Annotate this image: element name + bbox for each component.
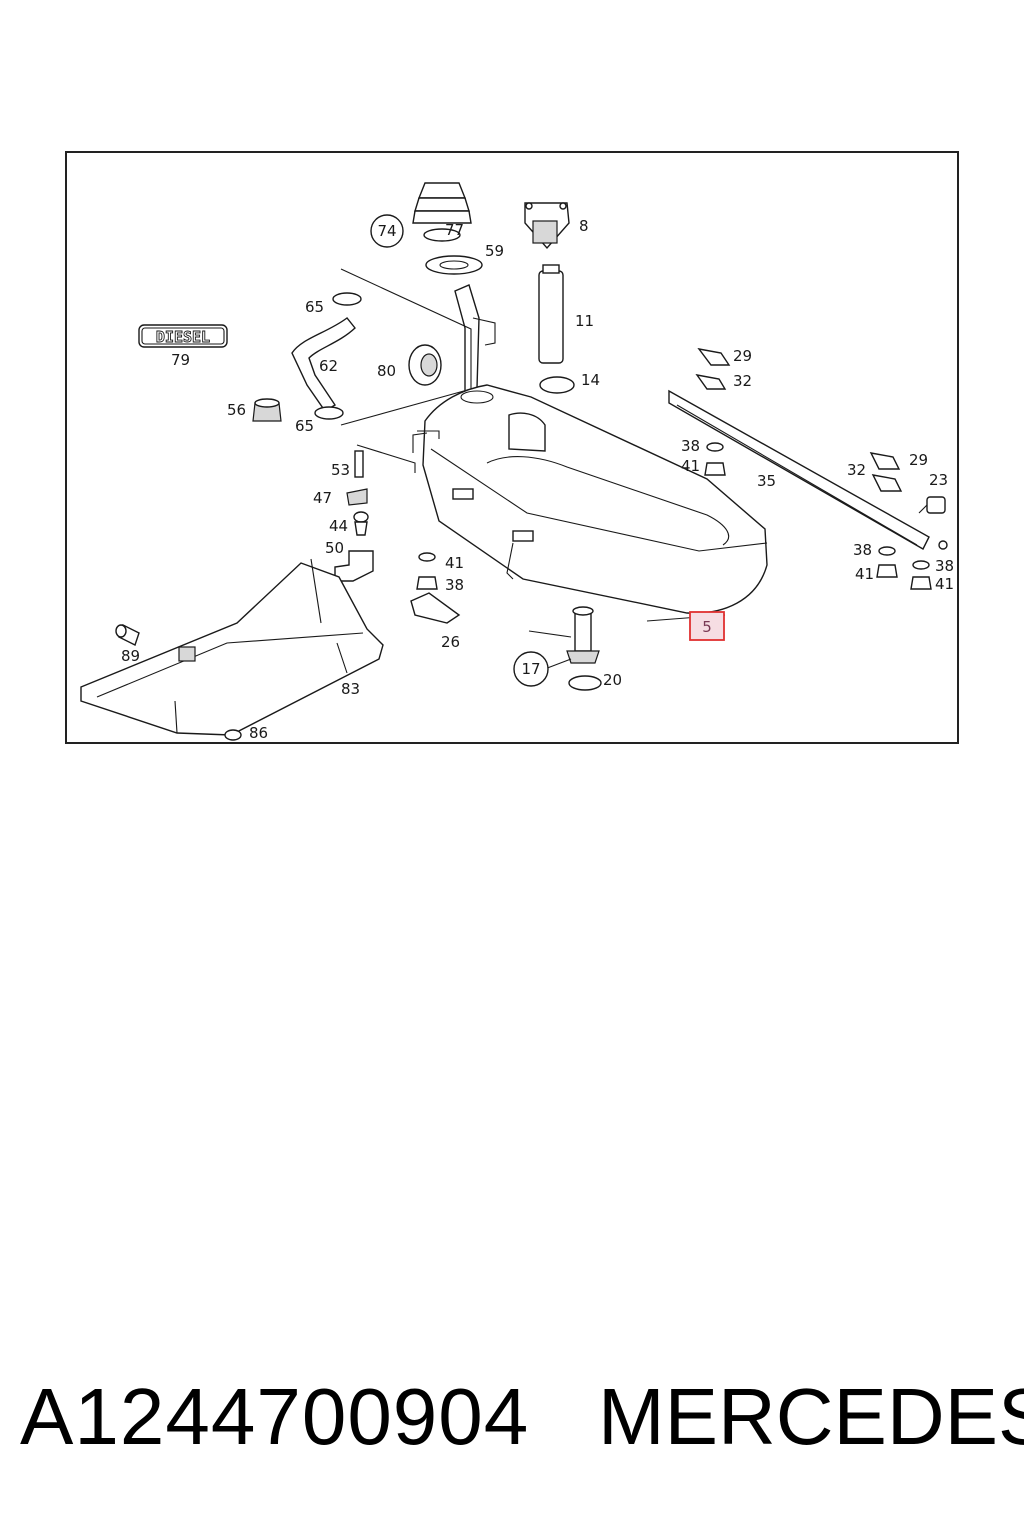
callout-32-upper: 32 — [733, 372, 752, 390]
callout-38-upper: 38 — [681, 437, 700, 455]
callout-41-right: 41 — [855, 565, 874, 583]
callout-41-upper: 41 — [681, 457, 700, 475]
parts-diagram-frame: DIESEL — [65, 151, 959, 744]
callout-23: 23 — [929, 471, 948, 489]
callout-circle-74: 74 — [370, 214, 404, 248]
callout-44: 44 — [329, 517, 348, 535]
brand-label: MERCEDES — [598, 1372, 1024, 1461]
strap-bracket-right — [869, 452, 948, 550]
vent-hose — [291, 292, 362, 420]
rubber-plug — [252, 398, 282, 422]
underbody-guard-panel — [80, 558, 384, 736]
tank-strap — [668, 389, 930, 550]
callout-56: 56 — [227, 401, 246, 419]
strap-bracket-upper — [695, 347, 731, 390]
callout-29-upper: 29 — [733, 347, 752, 365]
callout-38-right: 38 — [853, 541, 872, 559]
highlighted-callout-5[interactable]: 5 — [646, 611, 726, 641]
callout-86: 86 — [249, 724, 268, 742]
svg-text:17: 17 — [521, 660, 540, 678]
bushing — [115, 624, 140, 646]
filler-pipe — [454, 284, 480, 395]
diesel-badge: DIESEL — [138, 324, 228, 348]
hose-clip — [346, 488, 368, 506]
callout-11: 11 — [575, 312, 594, 330]
callout-highlight-box — [689, 611, 725, 641]
callout-38-center: 38 — [445, 576, 464, 594]
callout-41-center: 41 — [445, 554, 464, 572]
diesel-badge-text: DIESEL — [156, 328, 210, 346]
hose-elbow — [334, 550, 374, 582]
fuel-pump-tube — [538, 264, 564, 364]
part-number-label: A1244700904 — [20, 1372, 530, 1461]
mounting-pin — [354, 450, 364, 478]
callout-47: 47 — [313, 489, 332, 507]
callout-62: 62 — [319, 357, 338, 375]
callout-59: 59 — [485, 242, 504, 260]
callout-89: 89 — [121, 647, 140, 665]
callout-29-right: 29 — [909, 451, 928, 469]
callout-14: 14 — [581, 371, 600, 389]
callout-50: 50 — [325, 539, 344, 557]
callout-79: 79 — [171, 351, 190, 369]
callout-65-lower: 65 — [295, 417, 314, 435]
grommet — [408, 344, 442, 386]
svg-text:5: 5 — [702, 618, 712, 636]
svg-text:74: 74 — [377, 222, 396, 240]
callout-41-far-right: 41 — [935, 575, 954, 593]
callout-8: 8 — [579, 217, 589, 235]
mounting-bracket — [410, 592, 461, 624]
callout-38-far-right: 38 — [935, 557, 954, 575]
drain-seal-ring — [568, 675, 602, 691]
callout-35: 35 — [757, 472, 776, 490]
callout-77: 77 — [445, 221, 464, 239]
clip-nut — [224, 729, 242, 741]
callout-80: 80 — [377, 362, 396, 380]
callout-26: 26 — [441, 633, 460, 651]
filler-boot-part — [412, 182, 483, 275]
callout-32-right: 32 — [847, 461, 866, 479]
washer-and-nut-set — [416, 442, 932, 590]
seal-ring — [539, 376, 575, 394]
callout-53: 53 — [331, 461, 350, 479]
fuel-tank-body — [412, 384, 768, 614]
rubber-damper — [353, 511, 369, 536]
callout-circle-17: 17 — [513, 651, 549, 687]
callout-65-upper: 65 — [305, 298, 324, 316]
fuel-tank-exploded-diagram: DIESEL — [80, 182, 954, 742]
callout-20: 20 — [603, 671, 622, 689]
callout-83: 83 — [341, 680, 360, 698]
fuel-sender-unit — [524, 202, 570, 250]
